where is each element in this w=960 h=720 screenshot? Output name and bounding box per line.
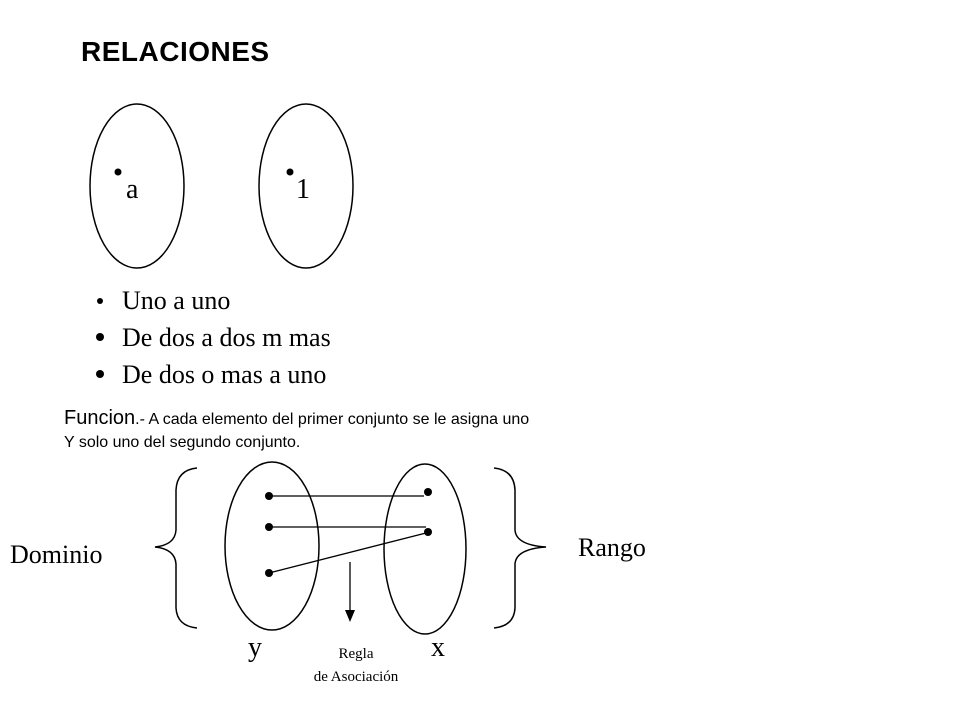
mapping-line (268, 532, 427, 574)
list-item-text: De dos a dos m mas (122, 323, 331, 352)
domain-set-ellipse (224, 461, 320, 631)
rule-label-line2: de Asociación (314, 669, 399, 685)
domain-variable-label: y (248, 632, 262, 663)
rule-label-line1: Regla (339, 646, 374, 662)
bullet-icon (96, 333, 104, 341)
definition-term: Funcion (64, 407, 136, 429)
range-set-ellipse (383, 463, 467, 635)
range-label: Rango (578, 533, 646, 562)
list-item: Uno a uno (92, 282, 331, 319)
definition-line-2: Y solo uno del segundo conjunto. (64, 434, 301, 451)
domain-point (265, 569, 273, 577)
domain-label: Dominio (10, 540, 102, 569)
function-definition: Funcion.- A cada elemento del primer con… (64, 407, 529, 454)
domain-point (265, 523, 273, 531)
right-set-label: 1 (296, 174, 310, 205)
range-brace (493, 467, 547, 629)
domain-brace (154, 467, 198, 629)
list-item-text: Uno a uno (122, 286, 231, 315)
rule-arrow-head (345, 610, 355, 622)
left-set-point (114, 168, 122, 176)
definition-line-1: Funcion.- A cada elemento del primer con… (64, 407, 529, 431)
left-set-label: a (126, 174, 139, 205)
domain-point (265, 492, 273, 500)
list-item: De dos o mas a uno (92, 356, 331, 393)
range-point (424, 488, 432, 496)
bullet-icon (97, 298, 103, 304)
definition-text: .- A cada elemento del primer conjunto s… (135, 411, 530, 428)
bullet-icon (96, 370, 104, 378)
range-variable-label: x (431, 632, 445, 663)
page-title: RELACIONES (81, 36, 270, 67)
range-point (424, 528, 432, 536)
right-set-point (286, 168, 294, 176)
left-set-ellipse (89, 103, 185, 269)
list-item: De dos a dos m mas (92, 319, 331, 356)
relation-types-list: Uno a uno De dos a dos m mas De dos o ma… (92, 282, 331, 393)
right-set-ellipse (258, 103, 354, 269)
list-item-text: De dos o mas a uno (122, 360, 327, 389)
